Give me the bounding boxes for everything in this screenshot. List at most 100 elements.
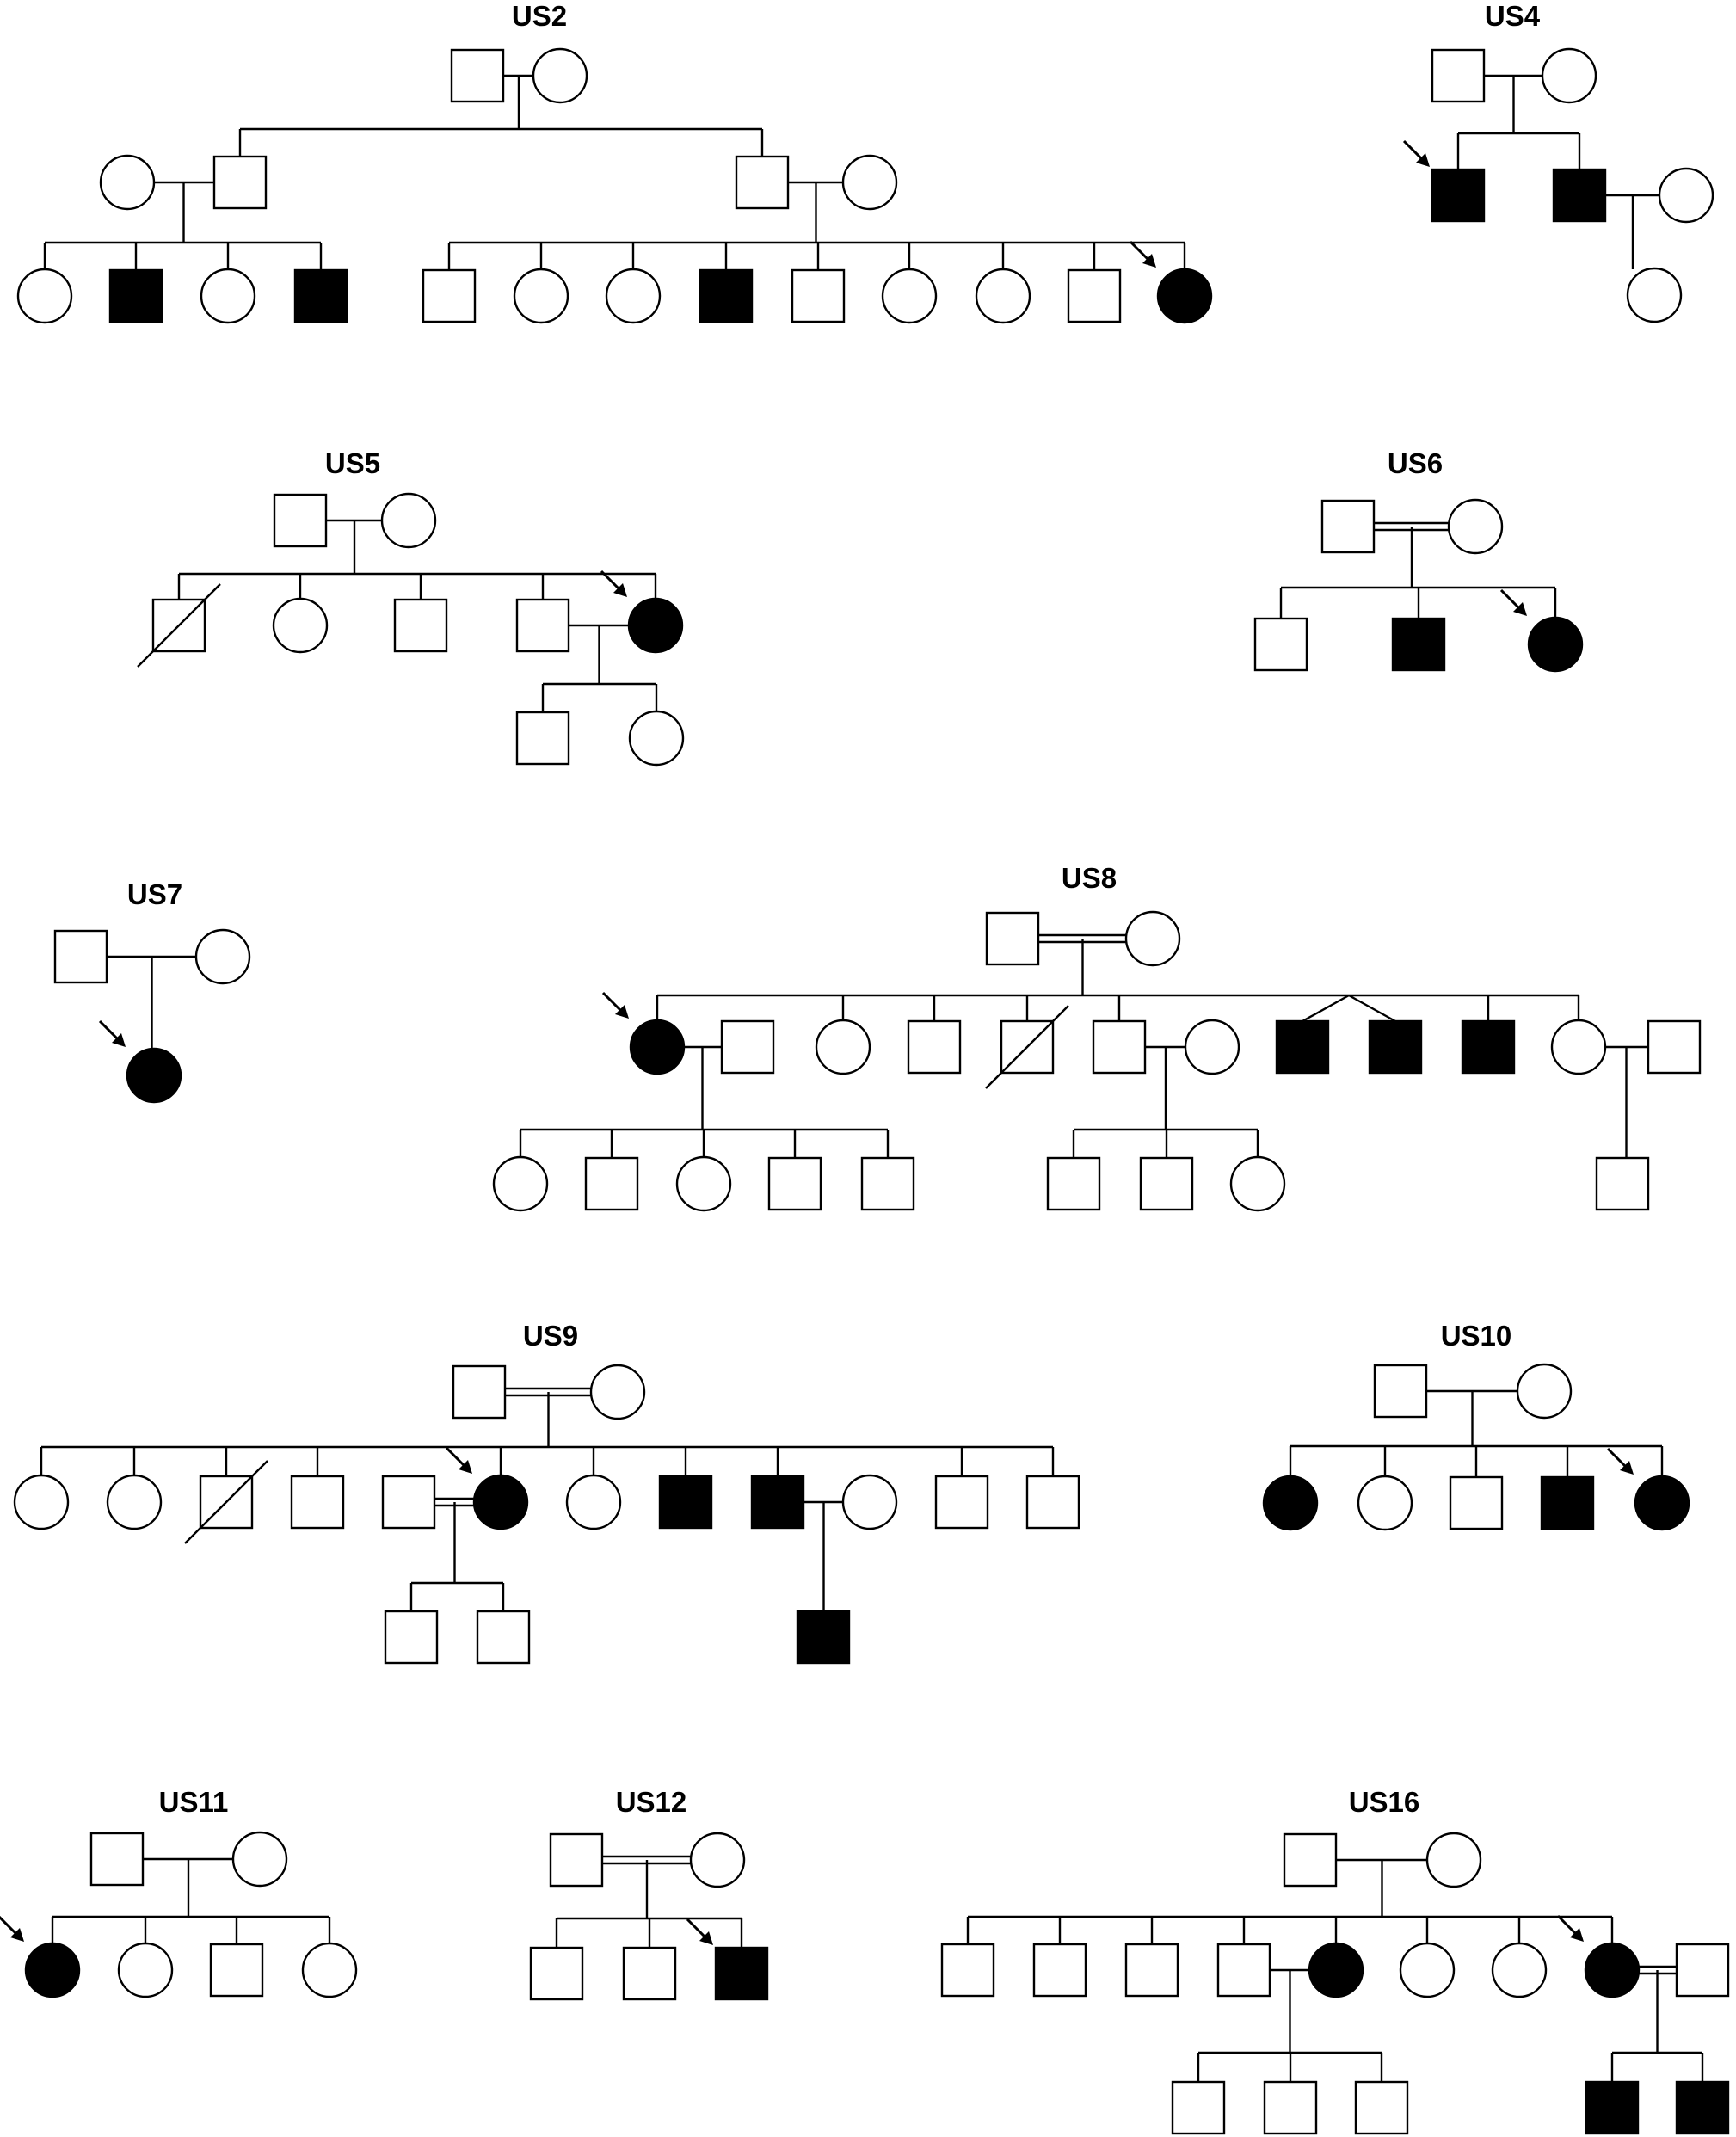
male-square xyxy=(1595,1156,1650,1211)
affected-male-square xyxy=(1585,2080,1640,2135)
affected-female-circle xyxy=(1527,616,1584,673)
male-square xyxy=(985,911,1040,966)
affected-female-circle xyxy=(1634,1475,1690,1531)
affected-female-circle xyxy=(24,1942,81,1998)
affected-male-square xyxy=(1675,2080,1730,2135)
female-circle xyxy=(1516,1363,1573,1420)
male-square xyxy=(1171,2080,1226,2135)
twin-line xyxy=(1302,994,1350,1023)
female-circle xyxy=(1184,1019,1240,1075)
female-circle xyxy=(194,928,251,985)
female-circle xyxy=(200,268,256,324)
family-title: US10 xyxy=(1441,1320,1512,1352)
deceased-slash xyxy=(184,1460,268,1544)
female-circle xyxy=(841,1474,898,1530)
female-circle xyxy=(841,154,898,211)
female-circle xyxy=(99,154,156,211)
male-square xyxy=(1067,268,1122,323)
female-circle xyxy=(1447,498,1504,555)
male-square xyxy=(422,268,477,323)
male-square xyxy=(450,48,505,103)
male-square xyxy=(1449,1475,1504,1530)
male-square xyxy=(515,598,570,653)
female-circle xyxy=(675,1155,732,1212)
proband-arrowhead xyxy=(10,1928,24,1942)
male-square xyxy=(767,1156,822,1211)
male-square xyxy=(1124,1943,1179,1998)
family-title: US12 xyxy=(616,1786,687,1818)
female-circle xyxy=(16,268,73,324)
female-circle xyxy=(565,1474,622,1530)
proband-arrowhead xyxy=(615,1005,629,1019)
individual-symbols xyxy=(13,47,1730,2135)
male-square xyxy=(452,1364,507,1420)
proband-arrow xyxy=(600,570,622,592)
male-square xyxy=(53,929,108,984)
proband-arrow xyxy=(1499,588,1522,611)
proband-arrow xyxy=(1129,240,1151,262)
female-circle xyxy=(1491,1942,1548,1998)
male-square xyxy=(860,1156,915,1211)
female-circle xyxy=(628,710,685,767)
affected-female-circle xyxy=(629,1019,686,1075)
proband-arrowhead xyxy=(459,1460,472,1474)
male-square xyxy=(1373,1364,1428,1419)
affected-female-circle xyxy=(1308,1942,1364,1998)
family-title: US6 xyxy=(1388,447,1443,479)
affected-male-square xyxy=(1275,1019,1330,1075)
family-title: US8 xyxy=(1062,862,1117,894)
proband-arrowhead xyxy=(1570,1928,1584,1942)
affected-female-circle xyxy=(1156,268,1213,324)
male-square xyxy=(1354,2080,1409,2135)
male-square xyxy=(393,598,448,653)
male-square xyxy=(934,1475,989,1530)
female-circle xyxy=(589,1364,646,1420)
female-circle xyxy=(1229,1155,1286,1212)
female-circle xyxy=(380,492,437,549)
male-square xyxy=(1253,617,1308,672)
female-circle xyxy=(106,1474,163,1530)
female-circle xyxy=(272,597,329,654)
proband-arrow xyxy=(686,1918,708,1940)
male-square xyxy=(791,268,846,323)
proband-arrow xyxy=(1556,1914,1579,1937)
male-square xyxy=(1675,1943,1730,1998)
affected-male-square xyxy=(1368,1019,1423,1075)
proband-arrowhead xyxy=(613,583,627,597)
female-circle xyxy=(117,1942,174,1998)
female-circle xyxy=(13,1474,70,1530)
male-square xyxy=(1647,1019,1702,1075)
male-square xyxy=(735,155,790,210)
deceased-slash xyxy=(137,583,221,668)
male-square xyxy=(1139,1156,1194,1211)
affected-male-square xyxy=(1391,617,1446,672)
connector-lines xyxy=(40,74,1704,2082)
female-circle xyxy=(1550,1019,1607,1075)
affected-male-square xyxy=(750,1475,805,1530)
affected-male-square xyxy=(293,268,348,323)
male-square xyxy=(584,1156,639,1211)
affected-male-square xyxy=(796,1610,851,1665)
female-circle xyxy=(815,1019,871,1075)
male-square xyxy=(273,493,328,548)
female-circle xyxy=(881,268,938,324)
female-circle xyxy=(605,268,662,324)
twin-line xyxy=(1348,994,1396,1023)
female-circle xyxy=(1357,1475,1413,1531)
affected-male-square xyxy=(1461,1019,1516,1075)
male-square xyxy=(476,1610,531,1665)
female-circle xyxy=(1425,1832,1482,1888)
female-circle xyxy=(301,1942,358,1998)
proband-arrows xyxy=(0,139,1634,1945)
male-square xyxy=(907,1019,962,1075)
proband-arrowhead xyxy=(1620,1461,1634,1475)
affected-male-square xyxy=(714,1946,769,2001)
male-square xyxy=(1320,499,1376,554)
male-square xyxy=(1046,1156,1101,1211)
female-circle xyxy=(1658,167,1714,224)
family-title: US5 xyxy=(325,447,380,479)
proband-arrow xyxy=(1606,1447,1628,1469)
affected-female-circle xyxy=(627,597,684,654)
